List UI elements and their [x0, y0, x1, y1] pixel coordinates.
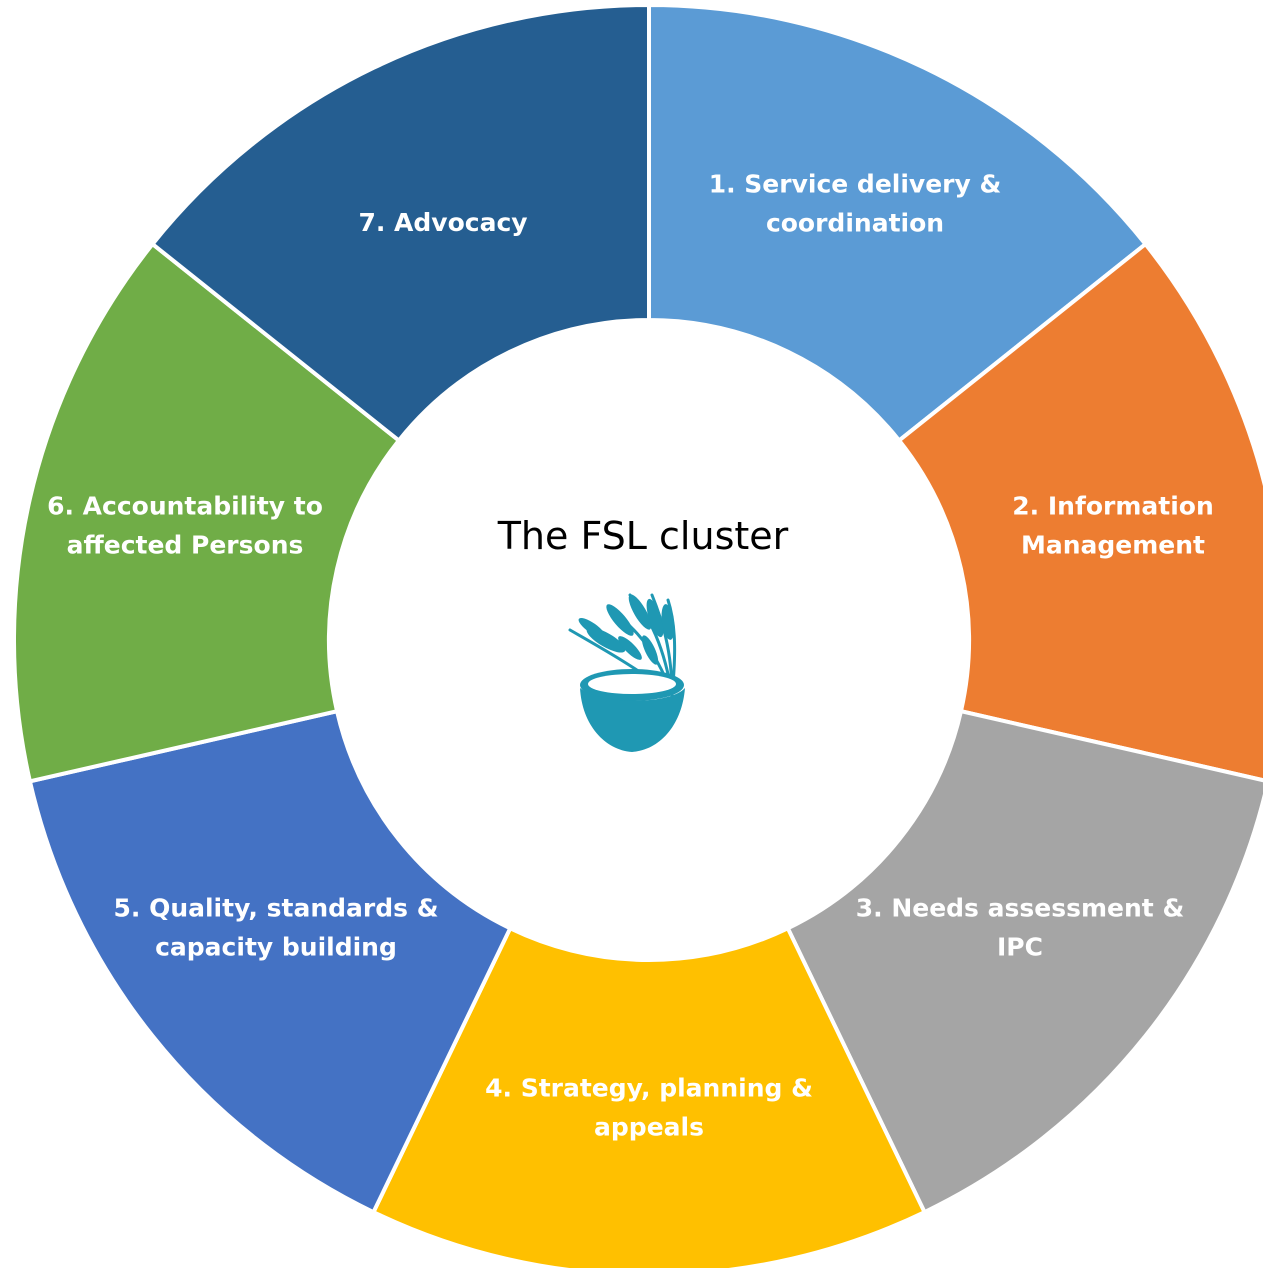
- segment-label-advocacy: 7. Advocacy: [358, 208, 527, 237]
- segment-accountability: [12, 241, 402, 784]
- segment-advocacy: [149, 2, 651, 444]
- segment-needs-assessment: [785, 708, 1263, 1215]
- segment-label-line: 4. Strategy, planning &: [485, 1074, 813, 1103]
- segment-label-needs-assessment: 3. Needs assessment & IPC: [856, 894, 1185, 962]
- segment-label-accountability: 6. Accountability to affected Persons: [47, 492, 323, 560]
- segments-group: [12, 2, 1263, 1268]
- center-title: The FSL cluster: [497, 514, 789, 558]
- segment-label-line: 3. Needs assessment &: [856, 894, 1185, 923]
- segment-label-quality-standards: 5. Quality, standards & capacity building: [113, 894, 438, 962]
- labels-group: 1. Service delivery & coordination 2. Info…: [47, 170, 1214, 1142]
- segment-label-line: 1. Service delivery &: [709, 170, 1002, 199]
- segment-information-management: [896, 241, 1263, 783]
- segment-label-line: affected Persons: [67, 531, 304, 560]
- segment-label-strategy-planning: 4. Strategy, planning & appeals: [485, 1074, 813, 1142]
- segment-quality-standards: [27, 708, 513, 1215]
- segment-label-line: coordination: [766, 209, 944, 238]
- segment-label-line: 7. Advocacy: [358, 208, 527, 237]
- segment-label-line: 2. Information: [1012, 492, 1214, 521]
- wheat-bowl-icon: [568, 593, 685, 752]
- segment-label-service-delivery: 1. Service delivery & coordination: [709, 170, 1002, 238]
- segment-service-delivery: [647, 2, 1149, 444]
- segment-label-line: 6. Accountability to: [47, 492, 323, 521]
- segment-label-line: capacity building: [155, 933, 397, 962]
- segment-label-line: 5. Quality, standards &: [113, 894, 438, 923]
- segment-label-line: appeals: [594, 1113, 704, 1142]
- segment-label-line: Management: [1021, 531, 1205, 560]
- segment-strategy-planning: [370, 925, 928, 1268]
- segment-label-line: IPC: [997, 933, 1043, 962]
